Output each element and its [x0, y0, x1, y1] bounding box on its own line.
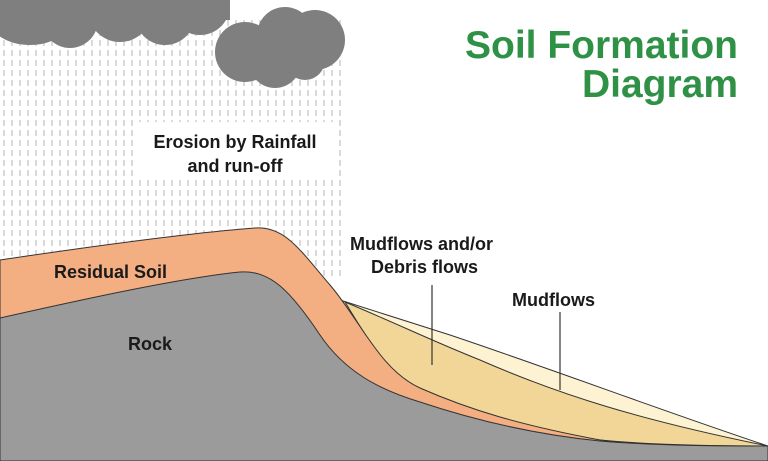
- rock-label: Rock: [128, 334, 173, 354]
- mudflows-label: Mudflows: [512, 290, 595, 310]
- debris-label-line-2: Debris flows: [371, 257, 478, 277]
- cloud-left: [0, 0, 230, 48]
- debris-label-line-1: Mudflows and/or: [350, 234, 493, 254]
- rock-layer: [0, 271, 768, 461]
- cloud-right: [215, 7, 345, 88]
- title-line-2: Diagram: [582, 63, 738, 106]
- erosion-label-background: [135, 122, 335, 180]
- erosion-label-line-1: Erosion by Rainfall: [153, 132, 316, 152]
- residual-soil-label: Residual Soil: [54, 262, 167, 282]
- erosion-label-line-2: and run-off: [188, 156, 284, 176]
- title-line-1: Soil Formation: [465, 24, 738, 67]
